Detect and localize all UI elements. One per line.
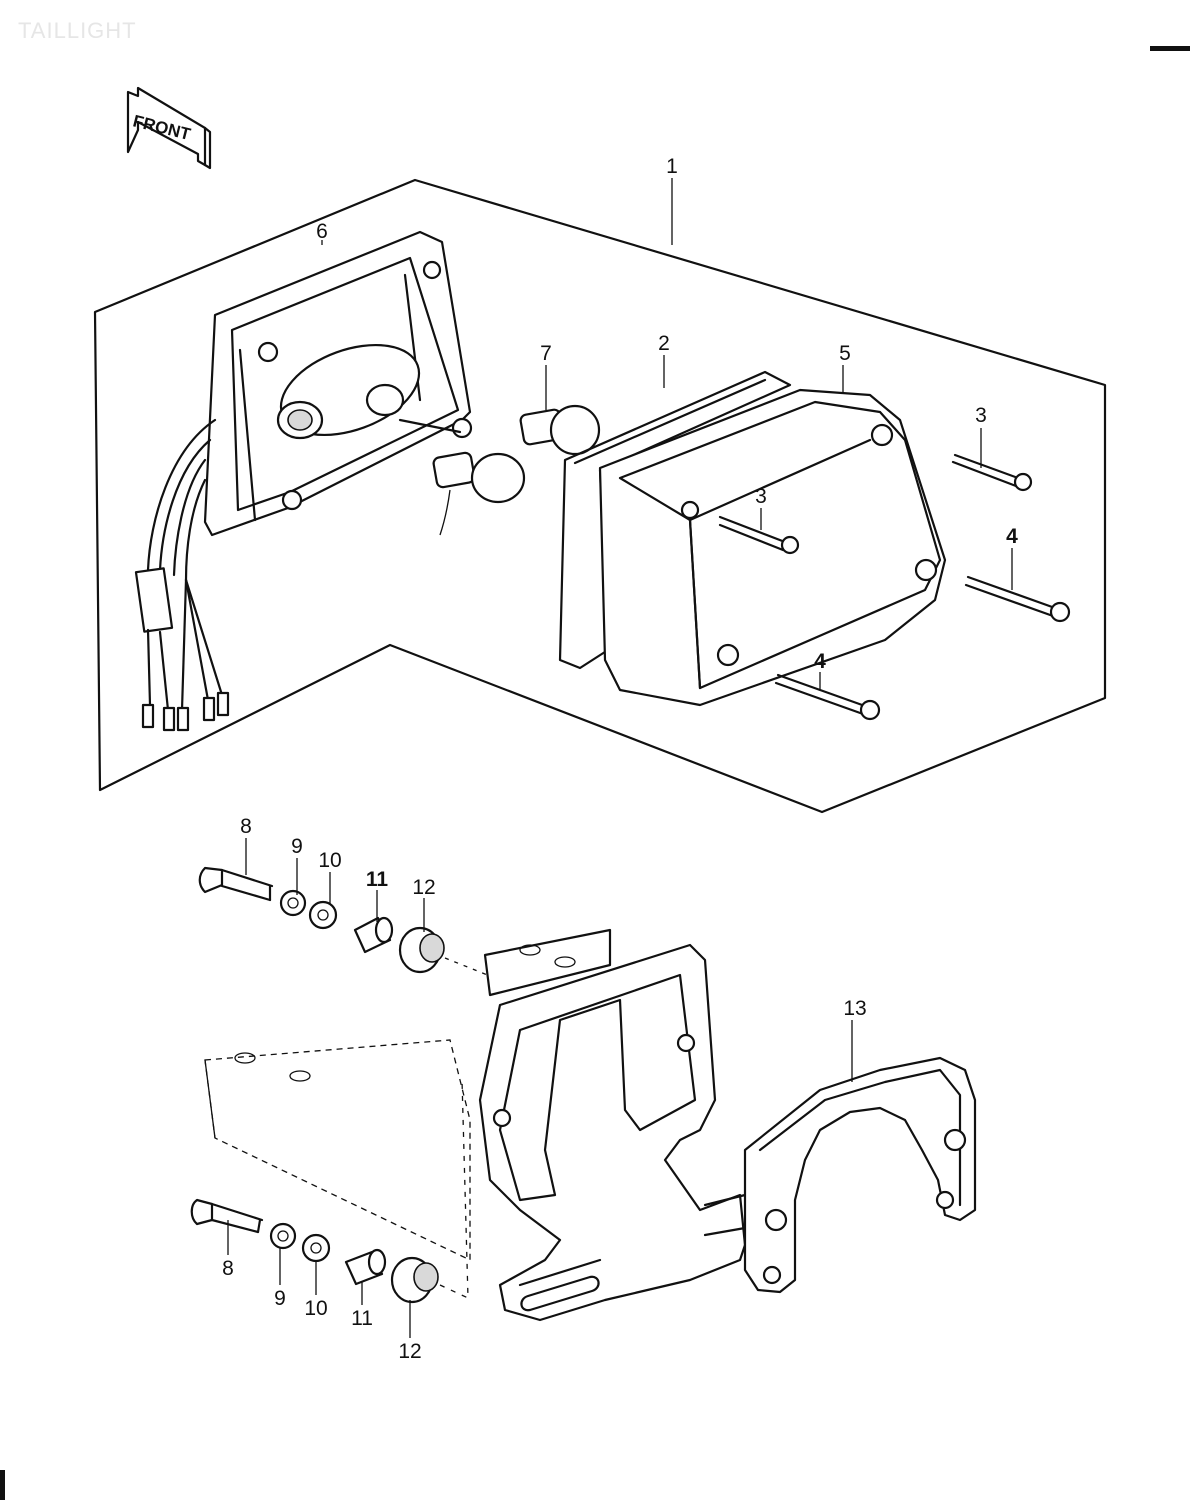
lens [598, 388, 947, 707]
lower-fastener-stack [190, 1079, 469, 1304]
callout-8: 8 [240, 815, 252, 838]
callout-12-lower: 12 [398, 1340, 421, 1363]
wire-harness [134, 418, 230, 732]
page-edge-mark [1150, 46, 1190, 51]
callout-3: 3 [975, 404, 987, 427]
taillight-base-housing [203, 230, 473, 537]
callout-7: 7 [540, 342, 552, 365]
lens-screw [718, 453, 1071, 721]
callout-10: 10 [318, 849, 341, 872]
leader-lines [227, 178, 1013, 1338]
callout-11: 11 [366, 868, 389, 891]
assembly-boundary [93, 178, 1107, 814]
callout-1: 1 [666, 155, 678, 178]
reflector-bracket [743, 1056, 977, 1294]
front-arrow-icon: FRONT [126, 86, 212, 170]
bulb [432, 404, 601, 536]
callout-8-lower: 8 [222, 1257, 234, 1280]
callout-3-lower: 3 [755, 485, 767, 508]
page-edge-mark-bottom [0, 1470, 5, 1500]
callout-6: 6 [316, 220, 328, 243]
callout-12: 12 [412, 876, 435, 899]
callout-11-lower: 11 [351, 1307, 373, 1330]
upper-fastener-stack [198, 866, 501, 981]
callout-9-lower: 9 [274, 1287, 286, 1310]
callout-4-lower: 4 [814, 650, 826, 673]
section-title: TAILLIGHT [18, 18, 137, 43]
callout-5: 5 [839, 342, 851, 365]
callout-4: 4 [1006, 525, 1018, 548]
callout-13: 13 [843, 997, 866, 1020]
taillight-bracket [204, 928, 747, 1322]
callout-labels: 1 6 7 2 5 3 3 4 4 8 9 10 11 12 13 8 9 10… [222, 155, 1018, 1363]
callout-10-lower: 10 [304, 1297, 327, 1320]
callout-2: 2 [658, 332, 670, 355]
callout-9: 9 [291, 835, 303, 858]
